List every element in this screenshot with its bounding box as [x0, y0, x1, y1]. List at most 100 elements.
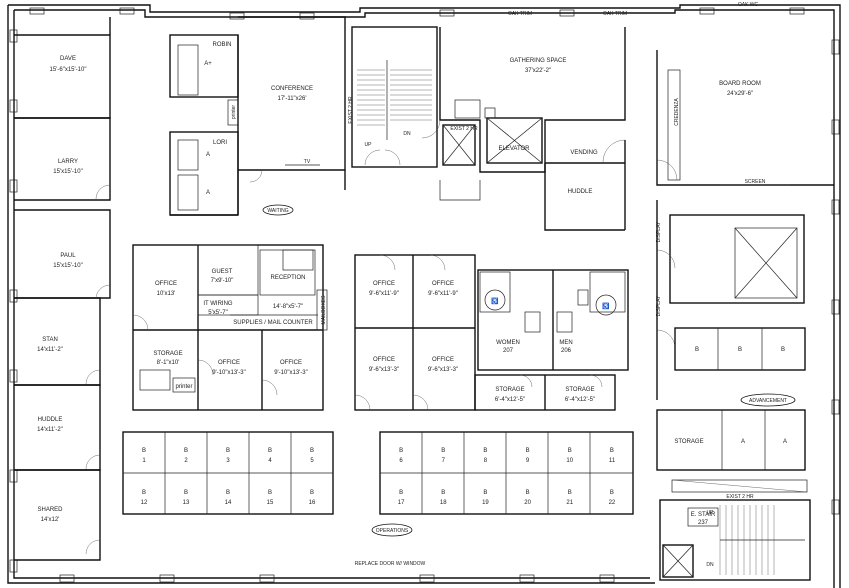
- room-name-office-a: OFFICE: [155, 281, 177, 287]
- room-name-stan: STAN: [42, 337, 58, 343]
- room-dims-larry: 15'x15'-10": [53, 169, 82, 175]
- workstation-number: 8: [484, 458, 488, 464]
- workstation-number: 10: [566, 458, 573, 464]
- room-name-office-e: OFFICE: [432, 281, 454, 287]
- reception-label: RECEPTION: [270, 275, 305, 281]
- room-name-shared: SHARED: [37, 507, 63, 513]
- workstation-letter: B: [483, 490, 487, 496]
- workstation-letter: B: [568, 448, 572, 454]
- waiting-tag: [262, 204, 294, 216]
- operations-tag: [371, 523, 413, 537]
- workstation-labels: B1B2B3B4B5B12B13B14B15B16B6B7B8B9B10B11B…: [141, 448, 616, 506]
- stair-up-label: UP: [365, 142, 373, 148]
- workstation-letter: B: [441, 448, 445, 454]
- room-name-office-c: OFFICE: [280, 360, 302, 366]
- exist-2hr-stair: EXIST 2 HR: [348, 96, 354, 124]
- room-name-office-b: OFFICE: [218, 360, 240, 366]
- room-name-storage-2: STORAGE: [565, 387, 594, 393]
- room-dims-office-e: 9'-6"x11'-9": [428, 291, 458, 297]
- corridor-walls: [109, 17, 346, 216]
- room-name-lori: LORI: [213, 140, 227, 146]
- storage-east-label: STORAGE: [674, 439, 703, 445]
- room-num-women: 207: [503, 348, 514, 354]
- east-stair: [659, 499, 811, 581]
- room-name-office-d: OFFICE: [373, 281, 395, 287]
- workstation-letter: B: [268, 448, 272, 454]
- room-dims-office-d: 9'-6"x11'-9": [369, 291, 399, 297]
- east-b-2: B: [738, 347, 742, 353]
- room-dims-14: 14'-8"x5'-7": [273, 304, 303, 310]
- room-name-storage-west: STORAGE: [153, 351, 182, 357]
- workstation-letter: B: [483, 448, 487, 454]
- workstation-number: 2: [184, 458, 188, 464]
- room-dims-paul: 15'x15'-10": [53, 263, 82, 269]
- workstation-number: 6: [399, 458, 403, 464]
- east-a-2: A: [783, 439, 787, 445]
- room-dims-office-c: 9'-10"x13'-3": [274, 370, 308, 376]
- workstation-number: 20: [524, 500, 531, 506]
- east-a-1: A: [741, 439, 745, 445]
- operations-label: OPERATIONS: [376, 528, 409, 534]
- workstation-number: 22: [609, 500, 616, 506]
- room-dims-conference: 17'-11"x26': [278, 96, 307, 102]
- robin-lori-block: [169, 34, 239, 216]
- display-label-1: DISPLAY: [656, 221, 662, 242]
- workstation-number: 15: [267, 500, 274, 506]
- stair-dn-label: DN: [403, 131, 411, 137]
- room-name-storage-1: STORAGE: [495, 387, 524, 393]
- workstation-number: 18: [440, 500, 447, 506]
- room-dims-shared: 14'x12': [41, 517, 60, 523]
- room-dims-it-wiring: 5'x5'-7": [208, 310, 227, 316]
- printer-label-top: printer: [231, 105, 237, 120]
- waiting-label: WAITING: [267, 208, 288, 214]
- gathering-space: [421, 27, 626, 231]
- exist-2hr-elevator: EXIST 2 HR: [450, 126, 478, 132]
- room-dims-guest: 7'x9'-10": [211, 278, 234, 284]
- workstation-letter: B: [399, 490, 403, 496]
- room-dims-dave: 15'-6"x15'-10": [50, 67, 87, 73]
- workstation-letter: B: [310, 448, 314, 454]
- room-num-men: 206: [561, 348, 572, 354]
- workstation-letter: B: [568, 490, 572, 496]
- e-stair-dn: DN: [706, 562, 714, 568]
- workstation-letter: B: [268, 490, 272, 496]
- workstation-number: 9: [526, 458, 530, 464]
- workstation-letter: B: [226, 490, 230, 496]
- east-b-1: B: [695, 347, 699, 353]
- west-offices: [14, 34, 111, 561]
- workstation-letter: B: [526, 448, 530, 454]
- credenza-label: CREDENZA: [674, 98, 680, 126]
- mailboxes-label: MAILBOXES: [321, 295, 327, 325]
- workstation-letter: B: [526, 490, 530, 496]
- room-tag-lori: A: [206, 152, 210, 158]
- screen-label: SCREEN: [745, 179, 766, 185]
- workstation-number: 12: [141, 500, 148, 506]
- workstation-letter: B: [226, 448, 230, 454]
- room-name-office-g: OFFICE: [432, 357, 454, 363]
- center-west-cluster: [132, 244, 328, 411]
- conference-room: [238, 16, 346, 183]
- room-name-women: WOMEN: [496, 340, 520, 346]
- workstation-number: 5: [310, 458, 314, 464]
- center-east-offices: [354, 254, 476, 411]
- replace-door-note: REPLACE DOOR W/ WINDOW: [355, 561, 426, 567]
- room-name-conference: CONFERENCE: [271, 86, 313, 92]
- workstation-letter: B: [610, 448, 614, 454]
- workstation-letter: B: [184, 490, 188, 496]
- workstation-letter: B: [184, 448, 188, 454]
- huddle-center-label: HUDDLE: [568, 189, 593, 195]
- room-name-dave: DAVE: [60, 56, 76, 62]
- workstation-letter: B: [142, 448, 146, 454]
- room-name-gathering: GATHERING SPACE: [510, 58, 567, 64]
- room-dims-gathering: 37'x22'-2": [525, 68, 551, 74]
- room-tag-robin: A+: [204, 61, 212, 67]
- workstation-letter: B: [610, 490, 614, 496]
- east-core: [656, 200, 805, 400]
- e-stair-up: UP: [707, 510, 715, 516]
- east-b-3: B: [781, 347, 785, 353]
- exist-2hr-east: EXIST 2 HR: [726, 494, 754, 500]
- restrooms: ♿ ♿: [477, 269, 629, 371]
- oak-trim-label-2: OAK TRIM: [603, 11, 627, 17]
- e-stair-name: E. STAIR: [691, 512, 716, 518]
- workstation-number: 19: [482, 500, 489, 506]
